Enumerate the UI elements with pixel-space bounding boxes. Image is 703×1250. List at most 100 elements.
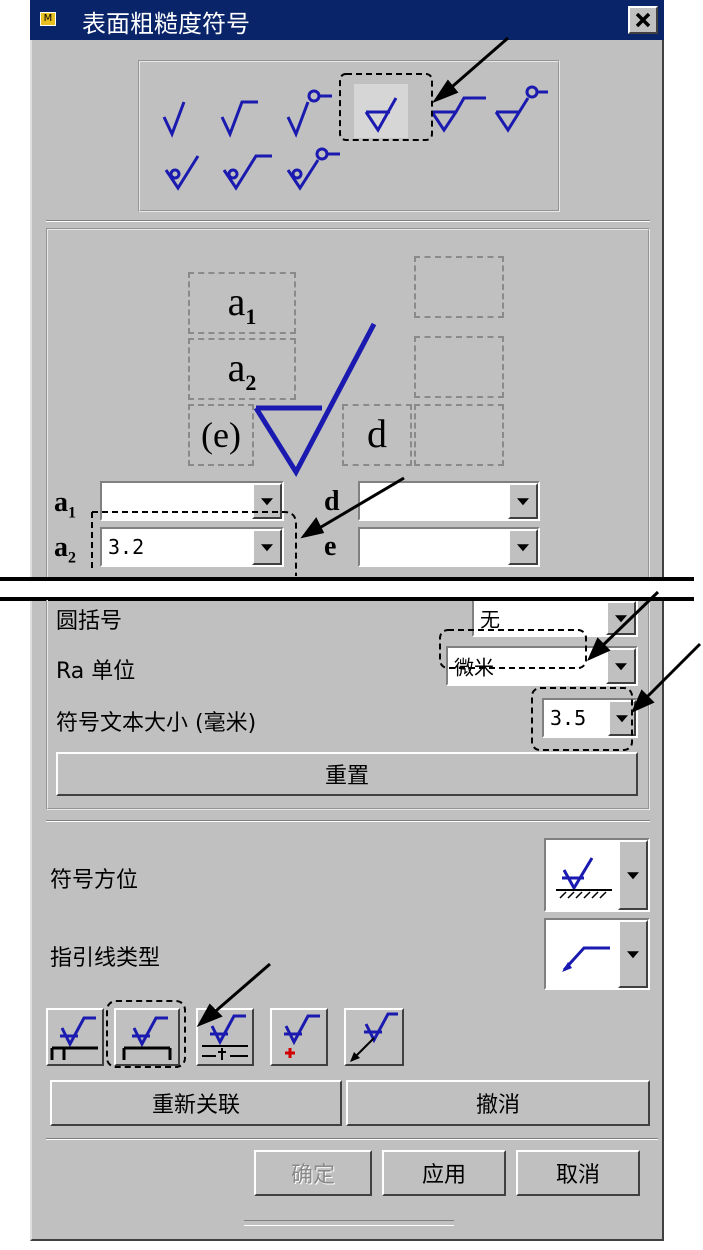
circled-check-icon[interactable] bbox=[286, 89, 332, 138]
arrow-to-placement-button bbox=[196, 962, 271, 1027]
leader-type-combo[interactable] bbox=[544, 918, 650, 990]
removal-prohibited-circled-icon[interactable] bbox=[286, 147, 340, 191]
a1-a2-dashed-callout bbox=[91, 511, 297, 576]
removal-prohibited-icon[interactable] bbox=[164, 155, 200, 191]
extended-check-icon[interactable] bbox=[220, 100, 258, 138]
on-edge-icon bbox=[50, 1016, 98, 1060]
with-leader-button[interactable] bbox=[344, 1008, 404, 1066]
apply-button[interactable]: 应用 bbox=[382, 1150, 506, 1196]
a2-label: a2 bbox=[54, 532, 76, 567]
preview-box-lower-right bbox=[414, 404, 504, 466]
e-dropdown-button[interactable] bbox=[508, 529, 538, 565]
orientation-on-surface-icon bbox=[556, 857, 612, 899]
break-line-bottom bbox=[0, 597, 694, 601]
on-point-icon bbox=[284, 1014, 320, 1058]
parentheses-value: 无 bbox=[480, 607, 500, 632]
selected-placement-dashed-outline bbox=[106, 1000, 186, 1068]
ra-unit-dashed-outline bbox=[439, 629, 587, 669]
preview-roughness-symbol-icon bbox=[253, 322, 377, 478]
leader-type-dropdown-button[interactable] bbox=[618, 920, 648, 988]
ra-unit-label: Ra 单位 bbox=[56, 659, 136, 684]
parentheses-label: 圆括号 bbox=[56, 609, 123, 634]
preview-d-box: d bbox=[342, 404, 412, 466]
chevron-down-icon bbox=[261, 544, 273, 552]
on-dimension-icon bbox=[202, 1014, 248, 1060]
e-combo[interactable] bbox=[358, 527, 540, 567]
chevron-down-icon bbox=[627, 951, 639, 959]
d-combo[interactable] bbox=[358, 481, 540, 521]
on-extension-button[interactable] bbox=[114, 1008, 180, 1066]
orientation-combo[interactable] bbox=[544, 838, 650, 912]
a1-label: a1 bbox=[54, 487, 76, 522]
preview-d: d bbox=[367, 411, 387, 456]
close-button[interactable] bbox=[628, 6, 658, 34]
symbol-palette bbox=[138, 60, 560, 212]
chevron-down-icon bbox=[616, 715, 628, 723]
text-size-label: 符号文本大小 (毫米) bbox=[56, 711, 257, 736]
preview-a1: a bbox=[227, 279, 246, 324]
undo-button[interactable]: 撤消 bbox=[346, 1080, 650, 1126]
ok-button[interactable]: 确定 bbox=[254, 1150, 372, 1196]
chevron-down-icon bbox=[615, 663, 627, 671]
orientation-dropdown-button[interactable] bbox=[618, 840, 648, 910]
e-label: e bbox=[324, 531, 337, 562]
a2-value: 3.2 bbox=[108, 535, 145, 559]
selection-dashed-outline bbox=[339, 73, 433, 141]
basic-check-icon[interactable] bbox=[162, 101, 186, 138]
ra-unit-dropdown-button[interactable] bbox=[606, 648, 636, 684]
removal-required-circled-icon[interactable] bbox=[494, 85, 548, 133]
preview-a1-sub: 1 bbox=[245, 304, 257, 329]
on-edge-button[interactable] bbox=[46, 1008, 104, 1066]
chevron-down-icon bbox=[261, 498, 273, 506]
leader-type-label: 指引线类型 bbox=[50, 946, 161, 971]
bottom-grip bbox=[244, 1220, 454, 1226]
reassociate-button[interactable]: 重新关联 bbox=[50, 1080, 342, 1126]
orientation-label: 符号方位 bbox=[50, 868, 139, 893]
separator-3 bbox=[46, 1138, 658, 1140]
preview-box-middle-right bbox=[414, 336, 504, 398]
text-size-dashed-outline bbox=[531, 687, 633, 751]
removal-required-extended-icon[interactable] bbox=[430, 96, 486, 133]
arrow-to-ra-unit-combo bbox=[587, 590, 660, 661]
preview-a2: a bbox=[227, 345, 246, 390]
preview-a1-box: a1 bbox=[188, 272, 296, 334]
preview-e-box: (e) bbox=[188, 404, 254, 466]
chevron-down-icon bbox=[517, 544, 529, 552]
window-title: 表面粗糙度符号 bbox=[82, 10, 250, 38]
chevron-down-icon bbox=[517, 498, 529, 506]
on-extension-icon bbox=[122, 1016, 172, 1060]
removal-prohibited-extended-icon[interactable] bbox=[222, 154, 272, 191]
preview-e: (e) bbox=[201, 415, 241, 455]
cancel-button[interactable]: 取消 bbox=[516, 1150, 640, 1196]
removal-required-icon[interactable] bbox=[364, 97, 398, 133]
d-label: d bbox=[324, 486, 340, 517]
title-bar: M 表面粗糙度符号 bbox=[30, 0, 664, 40]
preview-box-upper-right bbox=[414, 256, 504, 318]
leader-elbow-icon bbox=[562, 946, 610, 972]
break-line-top bbox=[0, 577, 694, 581]
reset-button[interactable]: 重置 bbox=[56, 752, 638, 796]
a1-combo[interactable] bbox=[100, 481, 284, 521]
on-point-button[interactable] bbox=[270, 1008, 328, 1066]
preview-a2-box: a2 bbox=[188, 338, 296, 400]
symbol-palette-icons bbox=[162, 73, 548, 191]
chevron-down-icon bbox=[627, 872, 639, 880]
arrow-to-selected-symbol bbox=[432, 36, 509, 104]
preview-group bbox=[46, 228, 650, 580]
app-icon: M bbox=[40, 12, 56, 26]
parentheses-dropdown-button[interactable] bbox=[606, 601, 636, 635]
text-size-combo[interactable]: 3.5 bbox=[542, 698, 638, 738]
separator-2 bbox=[46, 820, 650, 822]
with-leader-icon bbox=[350, 1012, 398, 1062]
a2-combo[interactable]: 3.2 bbox=[100, 527, 284, 567]
d-dropdown-button[interactable] bbox=[508, 483, 538, 519]
text-size-value: 3.5 bbox=[550, 706, 587, 730]
close-icon bbox=[635, 12, 651, 28]
preview-a2-sub: 2 bbox=[245, 370, 257, 395]
a2-dropdown-button[interactable] bbox=[252, 529, 282, 565]
chevron-down-icon bbox=[615, 615, 627, 623]
ra-unit-combo[interactable]: 微米 bbox=[446, 646, 638, 686]
text-size-dropdown-button[interactable] bbox=[608, 700, 636, 736]
preview-group-lower bbox=[46, 600, 650, 810]
